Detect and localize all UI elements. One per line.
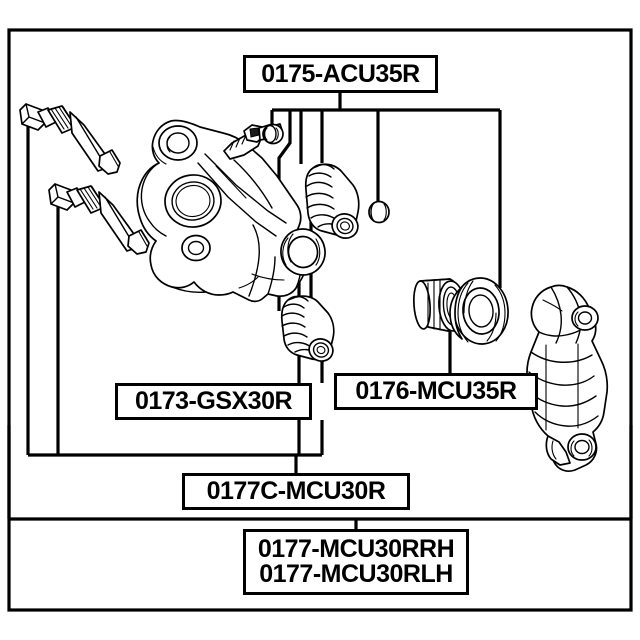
dust-boot-upper (304, 163, 360, 239)
part-label-0176-mcu35r-line-0: 0176-MCU35R (355, 377, 517, 405)
small-cap (368, 200, 390, 224)
part-label-0173-gsx30r[interactable]: 0173-GSX30R (115, 383, 312, 420)
dust-boot-lower (280, 295, 335, 362)
part-label-0177c-mcu30r-line-0: 0177C-MCU30R (206, 477, 386, 505)
part-label-0177-mcu30rrh-lh-line-1: 0177-MCU30RLH (259, 560, 453, 588)
guide-bolt-lower (48, 183, 150, 255)
bleeder-cap (262, 123, 284, 145)
part-label-0177c-mcu30r[interactable]: 0177C-MCU30R (182, 473, 410, 510)
guide-bolt-upper (19, 103, 121, 175)
caliper-body (136, 119, 306, 303)
part-label-0177-mcu30rrh-lh-line-0: 0177-MCU30RRH (257, 535, 455, 563)
part-label-0176-mcu35r[interactable]: 0176-MCU35R (334, 373, 538, 410)
part-label-0175-acu35r[interactable]: 0175-ACU35R (243, 55, 438, 93)
part-label-0177-mcu30rrh-lh[interactable]: 0177-MCU30RRH 0177-MCU30RLH (243, 529, 469, 595)
o-ring-seal (280, 228, 326, 276)
mounting-bracket (526, 284, 609, 472)
part-label-0175-acu35r-line-0: 0175-ACU35R (261, 59, 420, 88)
dust-seal-ring (449, 277, 509, 345)
outer-border (7, 28, 633, 612)
part-label-0173-gsx30r-line-0: 0173-GSX30R (134, 387, 293, 415)
